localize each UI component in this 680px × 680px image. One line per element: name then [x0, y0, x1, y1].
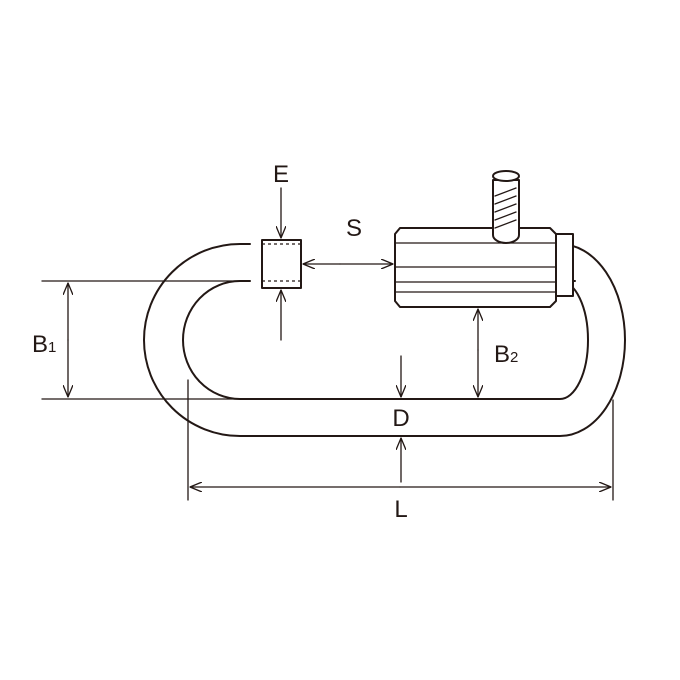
dimension-b1 — [41, 280, 251, 400]
threaded-sleeve — [394, 227, 574, 308]
label-e: E — [273, 161, 289, 188]
screw — [492, 170, 520, 244]
link-outer-contour — [143, 243, 626, 437]
dimension-l — [187, 379, 614, 501]
gate-end — [261, 239, 302, 289]
link-inner-contour — [182, 280, 589, 400]
label-b1: B1 — [32, 331, 56, 358]
label-b2: B2 — [494, 341, 518, 368]
label-s: S — [346, 215, 362, 242]
label-l: L — [394, 496, 407, 523]
label-d: D — [392, 405, 409, 432]
